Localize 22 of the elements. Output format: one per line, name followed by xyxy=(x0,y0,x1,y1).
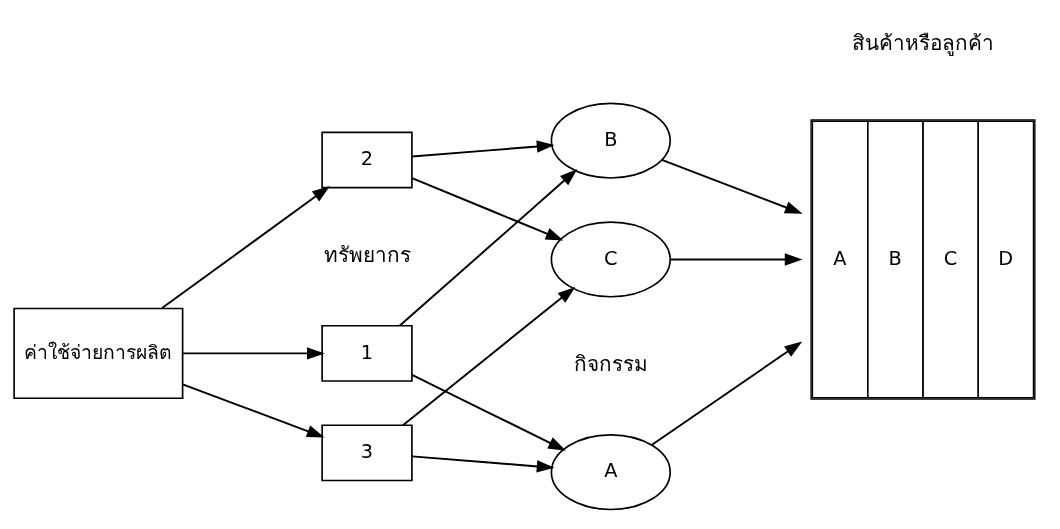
arrow xyxy=(181,383,325,437)
label: สินค้าหรือลูกค้า xyxy=(851,30,994,55)
node-ellipse: C xyxy=(550,220,672,298)
arrow xyxy=(411,373,566,451)
label: ทรัพยากร xyxy=(323,242,411,267)
node-box: 2 xyxy=(321,131,413,188)
node-box: 3 xyxy=(321,423,413,481)
arrow xyxy=(660,158,803,214)
arrow xyxy=(669,252,803,266)
arrow xyxy=(161,185,330,309)
arrow xyxy=(651,341,803,446)
arrow xyxy=(181,346,325,360)
arrow xyxy=(411,454,555,473)
arrow xyxy=(398,168,578,327)
label: กิจกรรม xyxy=(573,351,648,376)
arrow xyxy=(411,139,555,157)
arrow xyxy=(411,176,564,240)
arrow xyxy=(401,286,576,426)
node-ellipse: A xyxy=(550,433,672,510)
node-box: ค่าใช้จ่ายการผลิต xyxy=(13,307,184,399)
node-box: 1 xyxy=(321,324,413,382)
node-ellipse: B xyxy=(550,102,672,179)
